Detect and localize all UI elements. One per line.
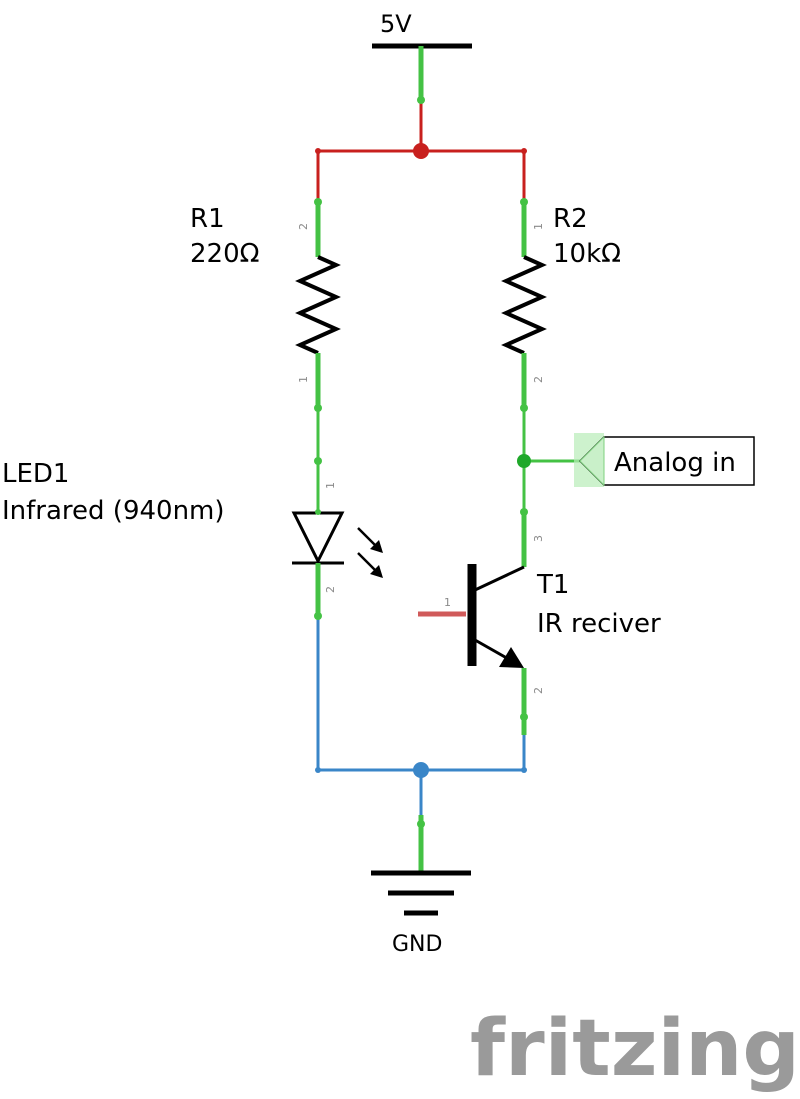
connection-dot (520, 404, 528, 412)
bottom-junction (413, 762, 429, 778)
analog-in-port-tip (579, 435, 605, 487)
r2-resistor-symbol (501, 255, 547, 355)
t1-collector-diagonal (474, 565, 525, 592)
connection-dot (314, 404, 322, 412)
connection-dot (520, 198, 528, 206)
r2-ref: R2 (553, 204, 588, 234)
connection-dot (417, 96, 425, 104)
led1-emission-arrowhead-2 (370, 565, 383, 578)
r1-pin-top: 2 (297, 223, 310, 230)
supply-label: 5V (380, 10, 412, 38)
top-junction (413, 143, 429, 159)
connection-dot (417, 820, 425, 828)
r1-resistor-symbol (295, 255, 341, 355)
fritzing-logo: fritzing (470, 1004, 800, 1094)
led1-diode-triangle (291, 511, 345, 565)
t1-emitter-arrowhead (499, 647, 524, 668)
r2-pin-top: 1 (532, 223, 545, 230)
analog-in-junction (517, 454, 531, 468)
led1-pin-top: 1 (324, 482, 337, 489)
r2-pin-bottom: 2 (532, 376, 545, 383)
connection-dots (314, 96, 528, 828)
connection-dot (314, 612, 322, 620)
t1-pin-collector: 3 (532, 535, 545, 542)
led1-pin-bottom: 2 (324, 586, 337, 593)
connection-dot (314, 198, 322, 206)
ground-label: GND (392, 932, 442, 957)
t1-ref: T1 (536, 570, 569, 600)
r1-pin-bottom: 1 (297, 376, 310, 383)
analog-in-label: Analog in (614, 448, 736, 478)
bottom-rail-right-end (521, 767, 527, 773)
connection-dot (520, 508, 528, 516)
led1-emission-arrowhead-1 (370, 540, 383, 553)
led1-ref: LED1 (2, 459, 69, 489)
r1-ref: R1 (190, 204, 225, 234)
connection-dot (520, 713, 528, 721)
connection-dot (315, 509, 321, 515)
t1-pin-base: 1 (444, 596, 451, 609)
r1-value: 220Ω (190, 239, 260, 269)
bottom-rail-left-end (315, 767, 321, 773)
connection-dot (314, 457, 322, 465)
r2-value: 10kΩ (553, 239, 621, 269)
t1-pin-emitter: 2 (532, 687, 545, 694)
t1-value: IR reciver (537, 609, 661, 639)
led1-value: Infrared (940nm) (2, 496, 225, 526)
